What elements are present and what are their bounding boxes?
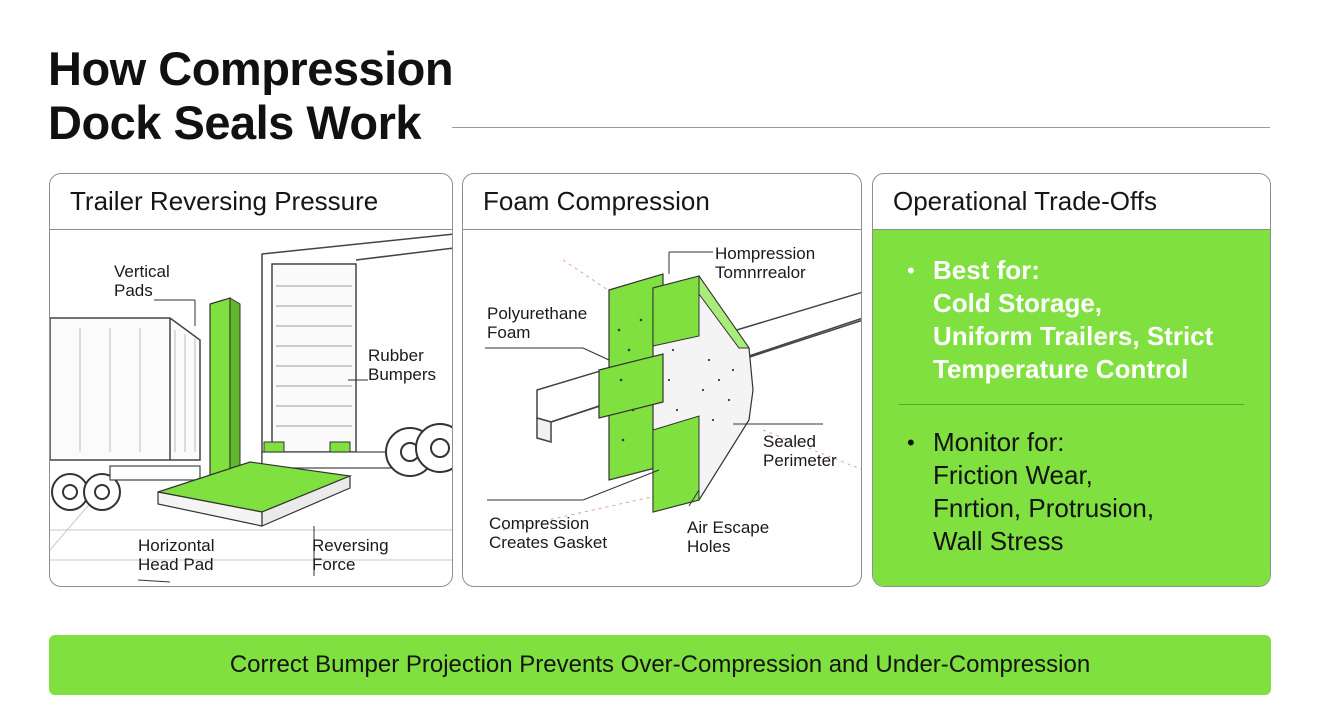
label-air-escape-holes: Air Escape Holes	[687, 518, 770, 556]
monitor-for-heading: Monitor for:	[933, 427, 1065, 457]
label-reversing-force: Reversing Force	[312, 536, 389, 574]
label-hompression: Hompression Tomnrrealor	[715, 244, 816, 282]
vertical-pad	[209, 297, 241, 487]
panel-header: Trailer Reversing Pressure	[50, 174, 452, 230]
bottom-banner: Correct Bumper Projection Prevents Over-…	[49, 635, 1271, 695]
best-for-heading: Best for:	[933, 255, 1040, 285]
panel-header: Foam Compression	[463, 174, 861, 230]
label-vertical-pads: Vertical Pads	[114, 262, 170, 300]
foam-dots	[617, 318, 735, 442]
monitor-for-line: Fnrtion, Protrusion,	[933, 493, 1155, 523]
label-rubber-bumpers: Rubber Bumpers	[368, 346, 437, 384]
panel-operational-trade-offs: Operational Trade-Offs • Best for: Cold …	[872, 173, 1271, 587]
rubber-bumper-left	[263, 441, 285, 453]
horizontal-head-pad	[157, 461, 353, 527]
best-for-line: Cold Storage,	[933, 288, 1103, 318]
foam-block	[598, 273, 754, 513]
bullet-icon: •	[907, 430, 915, 455]
label-sealed-perimeter: Sealed Perimeter	[763, 432, 837, 470]
left-trailer-wheels	[51, 473, 121, 511]
trailer-illustration	[50, 233, 452, 583]
best-for-line: Temperature Control	[933, 354, 1189, 384]
label-compression-gasket: Compression Creates Gasket	[489, 514, 608, 552]
panel-foam-compression: Foam Compression	[462, 173, 862, 587]
left-trailer	[50, 317, 201, 461]
page-title: How Compression Dock Seals Work	[48, 42, 454, 150]
trade-offs-body: • Best for: Cold Storage, Uniform Traile…	[873, 230, 1270, 586]
title-divider	[452, 127, 1270, 128]
best-for-line: Uniform Trailers, Strict	[933, 321, 1214, 351]
monitor-for-line: Wall Stress	[933, 526, 1064, 556]
title-line-2: Dock Seals Work	[48, 96, 422, 149]
foam-compression-illustration	[485, 251, 861, 531]
right-trailer-wheels	[385, 423, 452, 477]
best-for-block: • Best for: Cold Storage, Uniform Traile…	[907, 254, 1214, 386]
bullet-icon: •	[907, 258, 915, 283]
right-trailer	[261, 233, 452, 463]
panel-trailer-reversing-pressure: Trailer Reversing Pressure	[49, 173, 453, 587]
label-horizontal-head-pad: Horizontal Head Pad	[138, 536, 215, 574]
panel-header: Operational Trade-Offs	[873, 174, 1270, 230]
monitor-for-line: Friction Wear,	[933, 460, 1093, 490]
section-divider	[899, 404, 1244, 405]
label-polyurethane-foam: Polyurethane Foam	[487, 304, 588, 342]
monitor-for-block: • Monitor for: Friction Wear, Fnrtion, P…	[907, 426, 1155, 558]
rubber-bumper-right	[329, 441, 351, 453]
title-line-1: How Compression	[48, 42, 454, 95]
